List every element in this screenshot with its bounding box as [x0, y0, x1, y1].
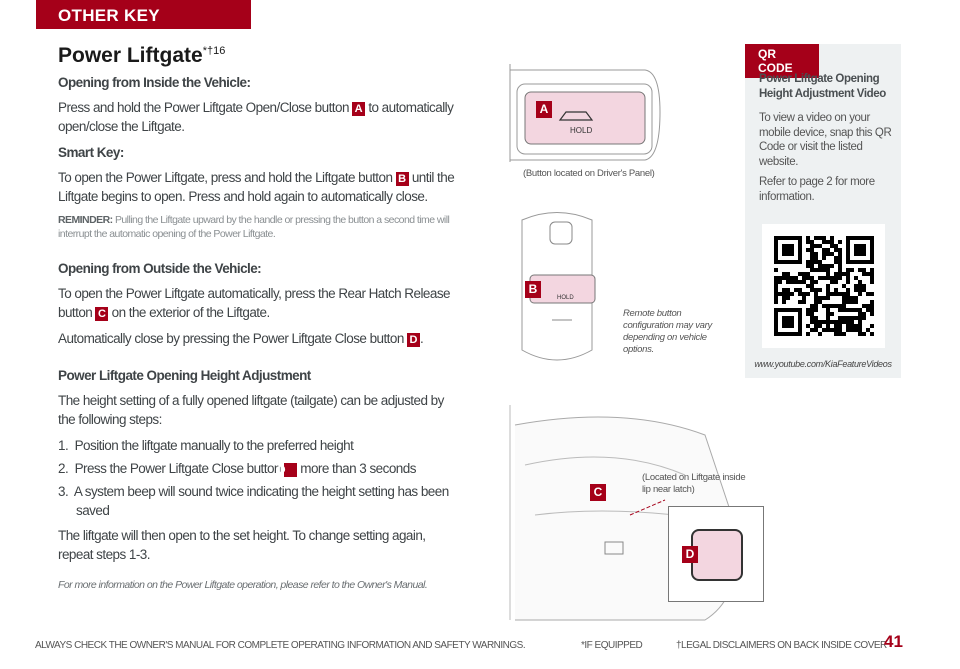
liftgate-close-button-icon — [691, 529, 743, 581]
page-number: 41 — [884, 632, 903, 651]
reminder-text: Pulling the Liftgate upward by the handl… — [58, 214, 450, 240]
title-text: Power Liftgate — [58, 44, 203, 67]
qr-panel: QR CODE Power Liftgate Opening Height Ad… — [745, 44, 901, 378]
inside-text: Press and hold the Power Liftgate Open/C… — [58, 98, 458, 136]
caption-key: Remote button configuration may vary dep… — [623, 308, 712, 355]
text: To open the Power Liftgate automatically… — [58, 286, 451, 320]
text: Press and hold the Power Liftgate Open/C… — [58, 100, 349, 115]
badge-c: C — [95, 307, 109, 321]
text: until the Liftgate begins to open. Press… — [58, 170, 455, 204]
step-item: 1. Position the liftgate manually to the… — [58, 436, 458, 455]
outside-heading: Opening from Outside the Vehicle: — [58, 261, 262, 276]
liftgate-icon — [558, 111, 594, 121]
step-num: 2. — [58, 461, 69, 476]
qr-url[interactable]: www.youtube.com/KiaFeatureVideos — [754, 359, 892, 369]
outside-text-1: To open the Power Liftgate automatically… — [58, 284, 458, 322]
smart-key-illustration — [521, 212, 596, 361]
page-title: Power Liftgate*†16 — [58, 42, 458, 67]
step-num: 1. — [58, 438, 69, 453]
label-b: B — [525, 281, 541, 298]
hold-label: HOLD — [570, 126, 593, 135]
footer-warning: ALWAYS CHECK THE OWNER'S MANUAL FOR COMP… — [35, 640, 526, 651]
manual-note: For more information on the Power Liftga… — [58, 579, 428, 591]
smartkey-heading: Smart Key: — [58, 145, 124, 160]
qr-code[interactable] — [762, 224, 885, 348]
inside-heading: Opening from Inside the Vehicle: — [58, 75, 251, 90]
text: A system beep will sound twice indicatin… — [73, 484, 449, 518]
qr-code-image — [774, 236, 874, 336]
text: To open the Power Liftgate, press and ho… — [58, 170, 393, 185]
badge-b: B — [395, 172, 409, 186]
label-d: D — [682, 546, 698, 563]
text: Automatically close by pressing the Powe… — [58, 331, 404, 346]
height-outro: The liftgate will then open to the set h… — [58, 528, 426, 562]
qr-tag: QR CODE — [745, 44, 819, 78]
qr-desc: To view a video on your mobile device, s… — [759, 112, 892, 168]
text: more than 3 seconds — [300, 461, 416, 476]
hold-label-key: HOLD — [557, 295, 574, 301]
title-superscript: *†16 — [202, 45, 226, 57]
caption-liftgate: (Located on Liftgate inside lip near lat… — [642, 472, 746, 495]
driver-panel-illustration — [509, 64, 661, 162]
main-content: Power Liftgate*†16 Opening from Inside t… — [58, 42, 458, 595]
outside-text-2: Automatically close by pressing the Powe… — [58, 329, 458, 348]
qr-refer: Refer to page 2 for more information. — [759, 176, 875, 203]
badge-a: A — [352, 102, 366, 116]
steps-list: 1. Position the liftgate manually to the… — [58, 436, 458, 520]
reminder: REMINDER: Pulling the Liftgate upward by… — [58, 213, 458, 241]
footer-equipped: *IF EQUIPPED — [581, 640, 643, 651]
footer-legal: †LEGAL DISCLAIMERS ON BACK INSIDE COVER — [676, 640, 887, 651]
step-item: 3. A system beep will sound twice indica… — [58, 482, 458, 520]
text: . — [420, 331, 424, 346]
badge-d: D — [407, 333, 421, 347]
text: Press the Power Liftgate Close button — [74, 461, 282, 476]
qr-text: Power Liftgate Opening Height Adjustment… — [759, 72, 894, 204]
height-intro: The height setting of a fully opened lif… — [58, 393, 444, 427]
qr-title: Power Liftgate Opening Height Adjustment… — [759, 73, 886, 100]
caption-driver-panel: (Button located on Driver's Panel) — [523, 168, 655, 179]
section-header: OTHER KEY FEATURES — [36, 0, 251, 45]
label-a: A — [536, 101, 552, 118]
text: to automatically open/close the Liftgate… — [58, 100, 454, 134]
text: on the exterior of the Liftgate. — [111, 305, 271, 320]
text: Position the liftgate manually to the pr… — [74, 438, 354, 453]
step-item: 2. Press the Power Liftgate Close button… — [58, 459, 458, 478]
badge-d: D — [278, 463, 298, 477]
reminder-label: REMINDER: — [58, 214, 113, 226]
label-c: C — [590, 484, 606, 501]
smartkey-text: To open the Power Liftgate, press and ho… — [58, 168, 458, 206]
height-heading: Power Liftgate Opening Height Adjustment — [58, 368, 311, 383]
step-num: 3. — [58, 484, 69, 499]
